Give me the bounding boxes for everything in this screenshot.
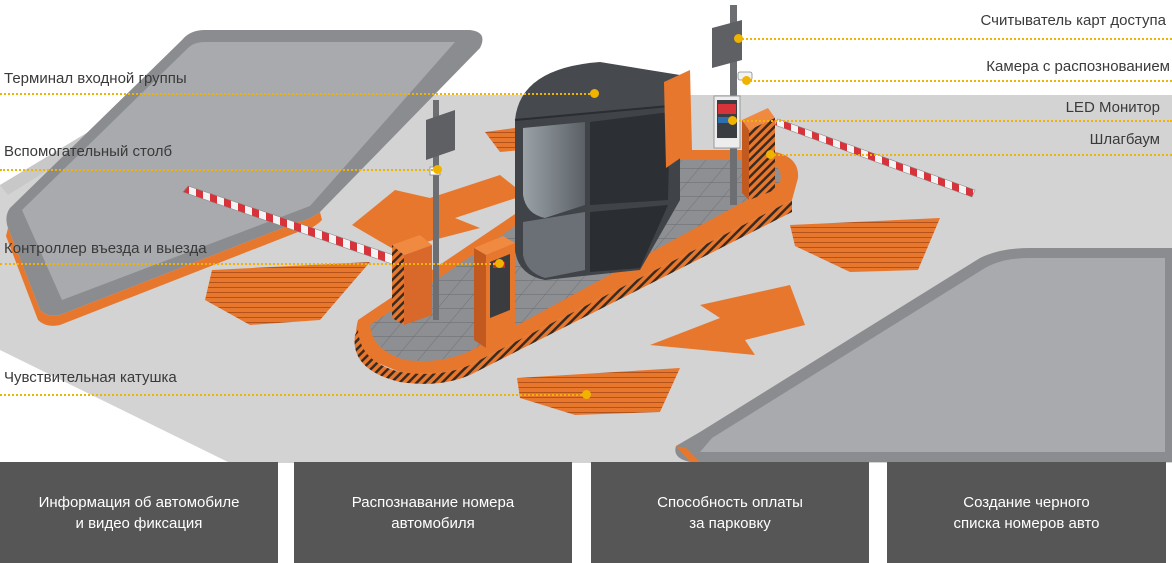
booth bbox=[514, 62, 681, 280]
callout-line-camera bbox=[746, 80, 1172, 82]
label-aux-pole: Вспомогательный столб bbox=[4, 143, 173, 160]
feature-text-parking-payment: Способность оплаты за парковку bbox=[657, 493, 803, 532]
callout-line-aux-pole bbox=[0, 169, 437, 171]
callout-dot-led-monitor bbox=[728, 116, 737, 125]
booth-wall bbox=[664, 70, 692, 168]
callout-dot-loop bbox=[582, 390, 591, 399]
feature-text-plate-recognition: Распознавание номера автомобиля bbox=[351, 493, 515, 532]
right-arrow bbox=[650, 285, 805, 355]
right-barrier-housing bbox=[742, 108, 775, 200]
callout-line-barrier bbox=[770, 154, 1172, 156]
callout-dot-card-reader bbox=[734, 34, 743, 43]
left-sidewalk bbox=[6, 30, 483, 326]
callout-line-loop bbox=[0, 394, 586, 396]
label-led-monitor: LED Монитор bbox=[1065, 99, 1160, 116]
feature-text-vehicle-info: Информация об автомобиле и видео фиксаци… bbox=[38, 493, 240, 532]
callout-line-led-monitor bbox=[732, 120, 1172, 122]
feature-text-blacklist: Создание черного списка номеров авто bbox=[953, 493, 1100, 532]
loop-right bbox=[790, 218, 940, 272]
label-card-reader: Считыватель карт доступа bbox=[980, 12, 1167, 29]
right-sidewalk bbox=[675, 248, 1172, 462]
left-barrier-housing bbox=[392, 235, 432, 325]
label-entry-terminal: Терминал входной группы bbox=[4, 70, 187, 87]
callout-dot-controller bbox=[495, 259, 504, 268]
callout-dot-entry-terminal bbox=[590, 89, 599, 98]
payment-controller bbox=[474, 236, 515, 348]
loop-bottom bbox=[517, 368, 680, 415]
callout-line-card-reader bbox=[738, 38, 1172, 40]
callout-dot-camera bbox=[742, 76, 751, 85]
label-camera: Камера с распознованием bbox=[986, 58, 1170, 75]
label-controller: Контроллер въезда и выезда bbox=[4, 240, 207, 257]
callout-dot-barrier bbox=[766, 150, 775, 159]
feature-card-vehicle-info: Информация об автомобиле и видео фиксаци… bbox=[0, 462, 278, 563]
callout-line-controller bbox=[0, 263, 499, 265]
loop-left bbox=[205, 262, 370, 325]
callout-dot-aux-pole bbox=[433, 165, 442, 174]
callout-line-entry-terminal bbox=[0, 93, 594, 95]
feature-card-blacklist: Создание черного списка номеров авто bbox=[887, 462, 1166, 563]
feature-card-parking-payment: Способность оплаты за парковку bbox=[591, 462, 869, 563]
feature-card-plate-recognition: Распознавание номера автомобиля bbox=[294, 462, 572, 563]
label-loop: Чувствительная катушка bbox=[4, 369, 177, 386]
label-barrier: Шлагбаум bbox=[1089, 131, 1160, 148]
